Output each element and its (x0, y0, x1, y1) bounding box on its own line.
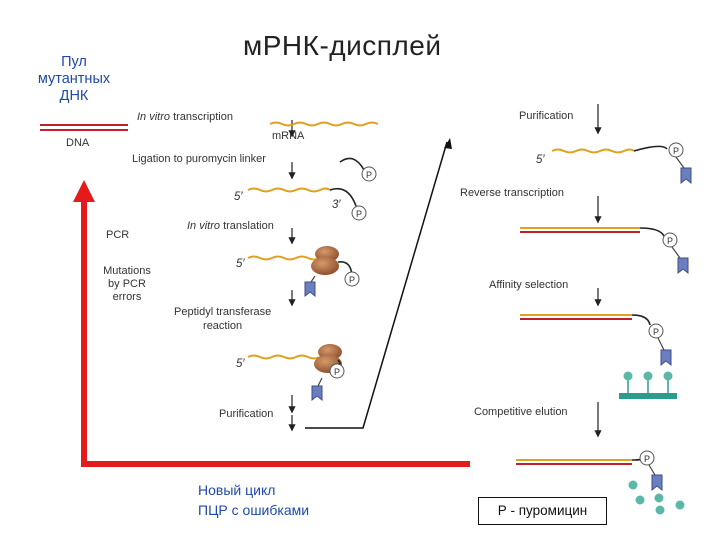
step-peptidyl-transferase: Peptidyl transferase reaction (174, 305, 271, 333)
translation-text: translation (220, 220, 274, 232)
peptidyl-line-1: Peptidyl transferase (174, 306, 272, 318)
pcr-label: PCR (106, 229, 130, 241)
svg-text:P: P (653, 327, 659, 337)
svg-text:P: P (349, 275, 355, 285)
svg-text:P: P (334, 367, 340, 377)
rt-duplex: P (520, 227, 689, 275)
step-ligation: Ligation to puromycin linker (132, 153, 266, 165)
step-purification-middle: Purification (219, 408, 274, 420)
five-prime-label-2: 5′ (236, 258, 245, 270)
mutations-line-3: errors (112, 291, 142, 303)
page-title: мРНК-дисплей (243, 30, 442, 61)
mutations-line-1: Mutations (103, 265, 151, 277)
affinity-duplex: P (520, 314, 672, 367)
five-prime-label-4: 5′ (536, 154, 545, 166)
step-reverse-transcription: Reverse transcription (460, 187, 564, 199)
in-vitro-italic-2: In vitro (187, 220, 221, 232)
dna-double-strand-left (40, 124, 128, 131)
svg-text:P: P (667, 236, 673, 246)
pool-label-line-3: ДНК (59, 88, 89, 104)
ligated-mrna: P (247, 187, 367, 221)
peptidyl-complex: P (247, 344, 345, 402)
translation-complex: P (247, 246, 360, 298)
red-cycle-arrow (73, 180, 470, 467)
dna-label: DNA (66, 137, 90, 149)
puromycin-legend-box: Р - пуромицин (478, 497, 607, 525)
mutations-label: Mutations by PCR errors (92, 265, 162, 304)
five-prime-label-1: 5′ (234, 191, 243, 203)
pool-label-line-1: Пул (61, 54, 87, 70)
transcription-text: transcription (170, 111, 233, 123)
immobilized-target-surface (619, 371, 677, 399)
mrna-strand-1 (269, 121, 379, 127)
new-cycle-line-2: ПЦР с ошибками (198, 502, 310, 518)
step-affinity-selection: Affinity selection (489, 279, 569, 291)
peptidyl-line-2: reaction (203, 320, 243, 332)
svg-text:P: P (673, 146, 679, 156)
connector-arrow (305, 138, 452, 429)
pool-label-line-2: мутантных (37, 71, 111, 87)
mrna-label: mRNA (272, 130, 305, 142)
new-cycle-line-1: Новый цикл (198, 482, 276, 498)
eluted-duplex: P (516, 450, 663, 492)
free-ligands (628, 480, 685, 515)
step-in-vitro-transcription: In vitro transcription (137, 111, 233, 123)
purified-fusion: P (551, 142, 692, 185)
five-prime-label-3: 5′ (236, 358, 245, 370)
svg-text:P: P (356, 209, 362, 219)
puromycin-linker: P (339, 157, 377, 182)
in-vitro-italic: In vitro (137, 111, 171, 123)
mutant-dna-pool-label: Пул мутантных ДНК (24, 54, 124, 105)
svg-text:P: P (644, 454, 650, 464)
step-competitive-elution: Competitive elution (474, 406, 568, 418)
step-purification-right: Purification (519, 110, 574, 122)
svg-text:P: P (366, 170, 372, 180)
new-cycle-caption: Новый цикл ПЦР с ошибками (198, 480, 358, 520)
three-prime-label: 3′ (332, 199, 341, 211)
step-in-vitro-translation: In vitro translation (187, 220, 274, 232)
mutations-line-2: by PCR (108, 278, 146, 290)
